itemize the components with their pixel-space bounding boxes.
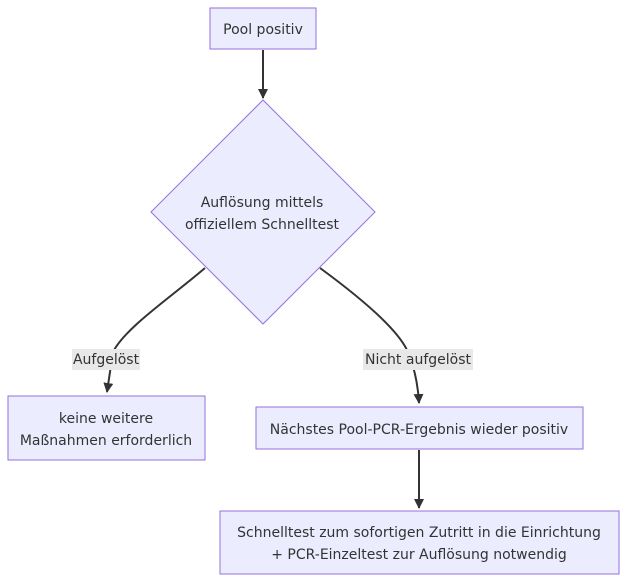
edge-label-resolved-text: Aufgelöst (73, 352, 140, 368)
node-decision-line2: offiziellem Schnelltest (185, 217, 340, 233)
node-start-box (209, 7, 317, 50)
edge-label-not-resolved-bg (363, 349, 473, 370)
node-final-line2: + PCR-Einzeltest zur Auflösung notwendig (271, 547, 567, 563)
node-start: Pool positiv (209, 7, 317, 50)
node-next-result-box (255, 406, 584, 450)
node-resolved-box (7, 395, 206, 461)
edge-label-not-resolved: Nicht aufgelöst (363, 349, 473, 370)
edge-decision-to-resolved (103, 267, 206, 393)
node-start-label: Pool positiv (223, 22, 303, 38)
node-resolved-line2: Maßnahmen erforderlich (20, 433, 192, 449)
node-final: Schnelltest zum sofortigen Zutritt in di… (219, 510, 620, 575)
node-decision-line1: Auflösung mittels (201, 195, 324, 211)
edge-label-not-resolved-text: Nicht aufgelöst (365, 352, 472, 368)
node-next-result-label: Nächstes Pool-PCR-Ergebnis wieder positi… (270, 422, 568, 438)
node-final-box (219, 510, 620, 575)
node-decision-diamond (150, 99, 376, 325)
edge-label-resolved-bg (72, 349, 140, 370)
node-final-line1: Schnelltest zum sofortigen Zutritt in di… (237, 525, 601, 541)
edge-label-resolved: Aufgelöst (72, 349, 140, 370)
node-decision: Auflösung mittels offiziellem Schnelltes… (150, 99, 376, 325)
edge-decision-to-next (319, 267, 424, 404)
node-resolved: keine weitere Maßnahmen erforderlich (7, 395, 206, 461)
node-resolved-line1: keine weitere (59, 411, 153, 427)
node-next-result: Nächstes Pool-PCR-Ergebnis wieder positi… (255, 406, 584, 450)
edges (103, 50, 424, 509)
